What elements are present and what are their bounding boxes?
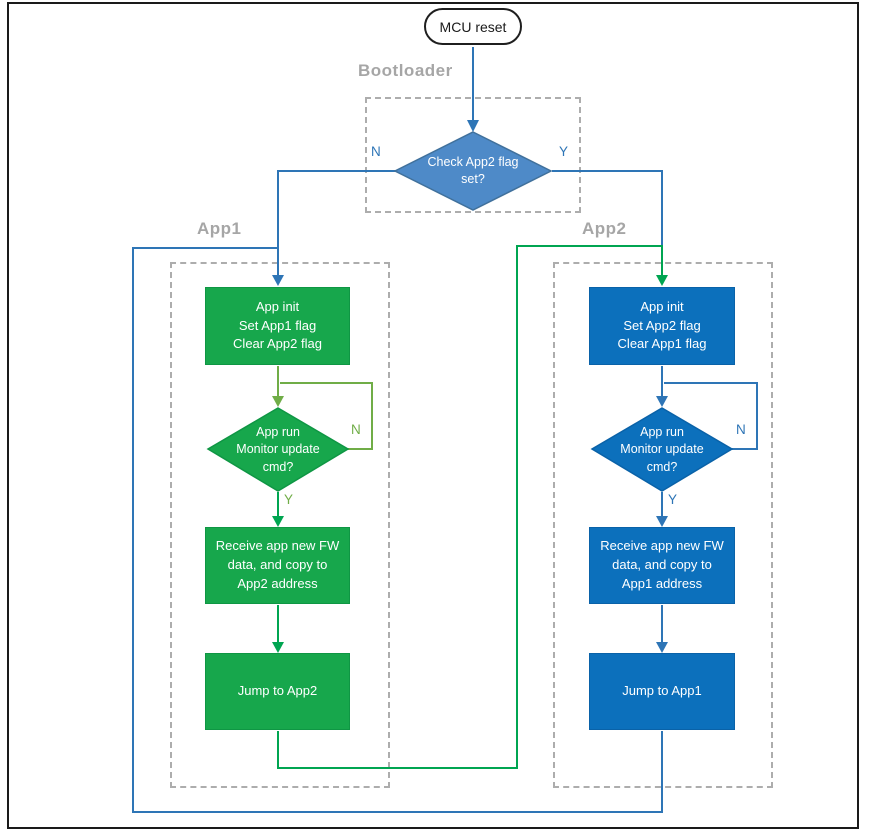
proc-line: App init [640, 298, 684, 314]
arrow-into-app1-run-icon [272, 396, 284, 407]
bootloader-yes-label: Y [559, 144, 569, 159]
start-node-label: MCU reset [439, 18, 507, 35]
wire-jump-to-app1-return [132, 247, 663, 813]
arrow-into-app2-receive-icon [656, 516, 668, 527]
proc-line: Receive app new FW [600, 538, 724, 554]
wire-app2-run-no-loop [664, 382, 758, 450]
bootloader-decision-diamond [393, 131, 553, 211]
wire-yes-branch [552, 170, 663, 246]
arrow-into-app1-init-icon [272, 275, 284, 286]
wire-no-branch [277, 170, 396, 278]
app1-yes-label: Y [284, 492, 294, 507]
app1-no-label: N [351, 422, 361, 437]
app2-run-diamond [590, 407, 734, 492]
app2-receive-box: Receive app new FW data, and copy to App… [589, 527, 735, 604]
proc-line: Clear App2 flag [233, 336, 322, 352]
arrow-into-app2-init-icon [656, 275, 668, 286]
app2-jump-box: Jump to App1 [589, 653, 735, 730]
app1-init-box: App init Set App1 flag Clear App2 flag [205, 287, 350, 365]
app1-run-diamond [206, 407, 350, 492]
app2-no-label: N [736, 422, 746, 437]
wire-jump-to-app2-return [277, 245, 663, 769]
arrow-into-app1-jump-icon [272, 642, 284, 653]
proc-line: data, and copy to [612, 557, 712, 573]
proc-line: data, and copy to [227, 557, 328, 573]
proc-line: App1 address [621, 575, 703, 591]
proc-line: Clear App1 flag [617, 336, 707, 352]
app1-jump-box: Jump to App2 [205, 653, 350, 730]
app2-yes-label: Y [668, 492, 678, 507]
arrow-into-app2-jump-icon [656, 642, 668, 653]
proc-line: Jump to App2 [237, 683, 318, 699]
app1-section-label: App1 [197, 219, 242, 238]
bootloader-no-label: N [371, 144, 381, 159]
app1-receive-box: Receive app new FW data, and copy to App… [205, 527, 350, 604]
proc-line: Receive app new FW [215, 538, 340, 554]
wire-app1-run-no-loop [280, 382, 373, 450]
app2-section-label: App2 [582, 219, 627, 238]
proc-line: Jump to App1 [622, 683, 702, 699]
app1-section-box [170, 262, 390, 788]
arrow-into-app1-receive-icon [272, 516, 284, 527]
arrow-into-bootloader-decision-icon [467, 120, 479, 132]
proc-line: Set App1 flag [238, 317, 317, 333]
bootloader-section-label: Bootloader [358, 61, 453, 80]
proc-line: App init [255, 298, 300, 314]
start-node-mcu-reset: MCU reset [424, 8, 522, 45]
arrow-into-app2-run-icon [656, 396, 668, 407]
app2-init-box: App init Set App2 flag Clear App1 flag [589, 287, 735, 365]
diagram-border [7, 2, 859, 829]
proc-line: Set App2 flag [623, 317, 701, 333]
proc-line: App2 address [237, 575, 318, 591]
